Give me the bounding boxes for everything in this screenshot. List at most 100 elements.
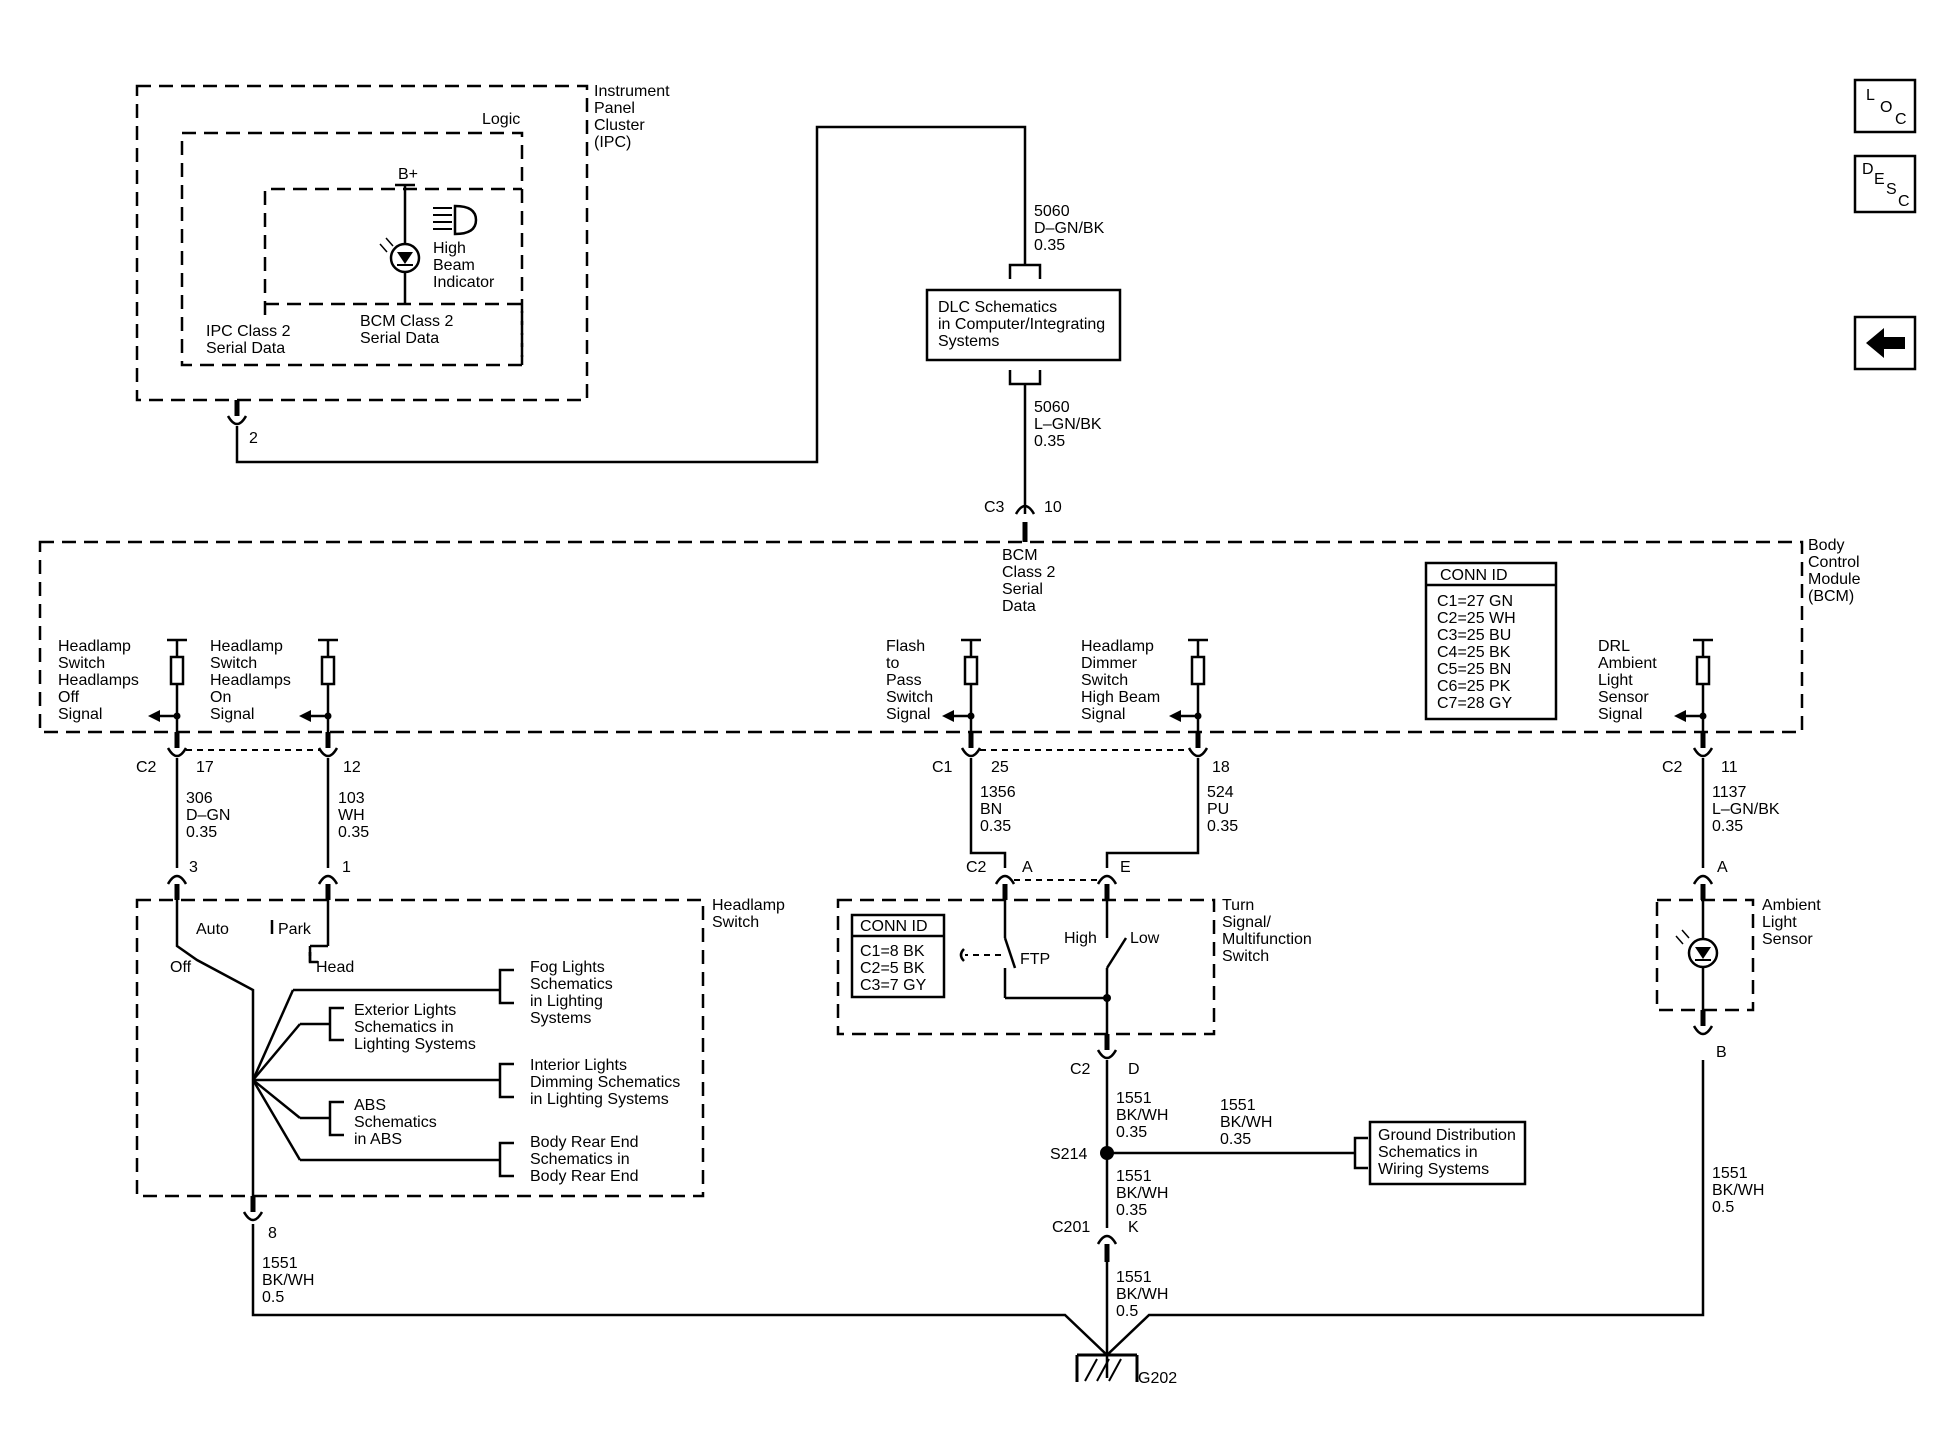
bcm-serial-label: BCM Class 2 Serial Data [1002, 547, 1055, 615]
svg-text:L–GN/BK: L–GN/BK [1712, 801, 1780, 818]
svg-text:0.35: 0.35 [980, 818, 1011, 835]
svg-text:Schematics in: Schematics in [530, 1151, 630, 1168]
svg-text:S: S [1886, 181, 1897, 198]
svg-text:High: High [1064, 930, 1097, 947]
svg-text:O: O [1880, 99, 1892, 116]
svg-text:Ambient: Ambient [1762, 897, 1821, 914]
svg-text:Schematics in: Schematics in [354, 1019, 454, 1036]
svg-text:C2: C2 [966, 859, 987, 876]
svg-text:5060: 5060 [1034, 203, 1070, 220]
svg-text:C2=5 BK: C2=5 BK [860, 960, 925, 977]
svg-text:Interior Lights: Interior Lights [530, 1057, 627, 1074]
svg-text:Light: Light [1762, 914, 1797, 931]
splice-s214: S214 1551 BK/WH 0.35 Ground Distribution… [1050, 1060, 1527, 1378]
svg-text:Schematics: Schematics [354, 1114, 437, 1131]
svg-text:0.35: 0.35 [1207, 818, 1238, 835]
svg-text:BCM Class 2: BCM Class 2 [360, 313, 453, 330]
svg-text:Sensor: Sensor [1598, 689, 1649, 706]
svg-text:L–GN/BK: L–GN/BK [1034, 416, 1102, 433]
wire-1356: C1 25 1356 BN 0.35 C2 A [932, 732, 1033, 900]
svg-text:C4=25 BK: C4=25 BK [1437, 644, 1511, 661]
ipc-name: Instrument Panel Cluster (IPC) [594, 83, 670, 151]
svg-text:Control: Control [1808, 554, 1860, 571]
svg-text:A: A [1022, 859, 1033, 876]
dlc-wire-top-label: 5060 D–GN/BK 0.35 [1034, 203, 1105, 254]
svg-text:Off: Off [58, 689, 80, 706]
ambient-light-sensor: Ambient Light Sensor B 1551 BK/WH 0.5 [1655, 897, 1821, 1216]
svg-text:PU: PU [1207, 801, 1229, 818]
svg-text:Headlamp: Headlamp [712, 897, 785, 914]
svg-text:8: 8 [268, 1225, 277, 1242]
svg-text:BN: BN [980, 801, 1002, 818]
ref-fog-lights[interactable]: Fog Lights Schematics in Lighting System… [530, 959, 613, 1027]
svg-text:Exterior Lights: Exterior Lights [354, 1002, 456, 1019]
svg-text:D: D [1128, 1061, 1140, 1078]
ref-body-rear-end[interactable]: Body Rear End Schematics in Body Rear En… [530, 1134, 639, 1185]
dlc-reference-box[interactable]: DLC Schematics in Computer/Integrating S… [925, 288, 1122, 362]
loc-button[interactable]: L O C [1853, 78, 1917, 134]
svg-text:C6=25 PK: C6=25 PK [1437, 678, 1511, 695]
svg-text:C2=25 WH: C2=25 WH [1437, 610, 1516, 627]
svg-text:Ground Distribution: Ground Distribution [1378, 1127, 1516, 1144]
svg-text:0.35: 0.35 [1034, 237, 1065, 254]
svg-text:11: 11 [1721, 759, 1738, 776]
svg-text:Signal/: Signal/ [1222, 914, 1271, 931]
ref-abs[interactable]: ABS Schematics in ABS [354, 1097, 437, 1148]
svg-text:in Lighting: in Lighting [530, 993, 603, 1010]
svg-text:Data: Data [1002, 598, 1036, 615]
svg-text:1: 1 [342, 859, 351, 876]
svg-text:103: 103 [338, 790, 365, 807]
svg-text:FTP: FTP [1020, 951, 1050, 968]
svg-text:BK/WH: BK/WH [1116, 1185, 1168, 1202]
svg-text:Headlamps: Headlamps [210, 672, 291, 689]
desc-button[interactable]: D E S C [1853, 154, 1917, 214]
svg-text:1551: 1551 [1220, 1097, 1256, 1114]
svg-text:Instrument: Instrument [594, 83, 670, 100]
svg-text:0.5: 0.5 [1712, 1199, 1734, 1216]
ipc-class2-data-label: IPC Class 2 Serial Data [206, 323, 291, 357]
svg-text:Flash: Flash [886, 638, 925, 655]
svg-text:C5=25 BN: C5=25 BN [1437, 661, 1511, 678]
svg-text:High Beam: High Beam [1081, 689, 1160, 706]
svg-text:306: 306 [186, 790, 213, 807]
svg-text:in ABS: in ABS [354, 1131, 402, 1148]
svg-text:Serial Data: Serial Data [360, 330, 439, 347]
wire-524: 18 524 PU 0.35 E [1096, 732, 1238, 900]
svg-text:Switch: Switch [1222, 948, 1269, 965]
bcm-name: Body Control Module (BCM) [1808, 537, 1861, 605]
svg-text:(BCM): (BCM) [1808, 588, 1854, 605]
svg-text:C: C [1895, 111, 1907, 128]
ref-exterior-lights[interactable]: Exterior Lights Schematics in Lighting S… [354, 1002, 476, 1053]
svg-text:Multifunction: Multifunction [1222, 931, 1312, 948]
turn-conn-id-table: CONN ID C1=8 BK C2=5 BK C3=7 GY [850, 913, 946, 999]
svg-text:524: 524 [1207, 784, 1234, 801]
svg-text:C201: C201 [1052, 1219, 1090, 1236]
svg-text:E: E [1874, 171, 1885, 188]
ref-interior-lights[interactable]: Interior Lights Dimming Schematics in Li… [530, 1057, 680, 1108]
svg-text:Headlamps: Headlamps [58, 672, 139, 689]
svg-text:0.35: 0.35 [338, 824, 369, 841]
svg-text:ABS: ABS [354, 1097, 386, 1114]
svg-text:BK/WH: BK/WH [1116, 1286, 1168, 1303]
bcm-signal-high-beam: Headlamp Dimmer Switch High Beam Signal [1081, 638, 1208, 732]
svg-text:1137: 1137 [1712, 784, 1747, 801]
svg-text:Ambient: Ambient [1598, 655, 1657, 672]
svg-text:BCM: BCM [1002, 547, 1038, 564]
svg-text:3: 3 [189, 859, 198, 876]
svg-text:0.5: 0.5 [1116, 1303, 1138, 1320]
svg-text:Fog Lights: Fog Lights [530, 959, 605, 976]
logic-label: Logic [482, 111, 520, 128]
svg-text:1551: 1551 [1712, 1165, 1748, 1182]
ground-distribution-reference[interactable]: Ground Distribution Schematics in Wiring… [1368, 1120, 1527, 1186]
back-button[interactable] [1853, 315, 1917, 371]
svg-text:0.35: 0.35 [1034, 433, 1065, 450]
bcm-module: BCM Class 2 Serial Data Body Control Mod… [38, 537, 1861, 734]
svg-text:Off: Off [170, 959, 192, 976]
ground-g202-icon [1075, 1353, 1139, 1382]
svg-text:Signal: Signal [58, 706, 102, 723]
high-beam-indicator-label: High Beam Indicator [433, 240, 495, 291]
turn-signal-switch: Turn Signal/ Multifunction Switch CONN I… [836, 897, 1312, 1141]
svg-text:Module: Module [1808, 571, 1861, 588]
svg-text:DRL: DRL [1598, 638, 1630, 655]
headlamp-switch: Headlamp Switch Auto Park Off Head Fog L… [135, 897, 785, 1306]
